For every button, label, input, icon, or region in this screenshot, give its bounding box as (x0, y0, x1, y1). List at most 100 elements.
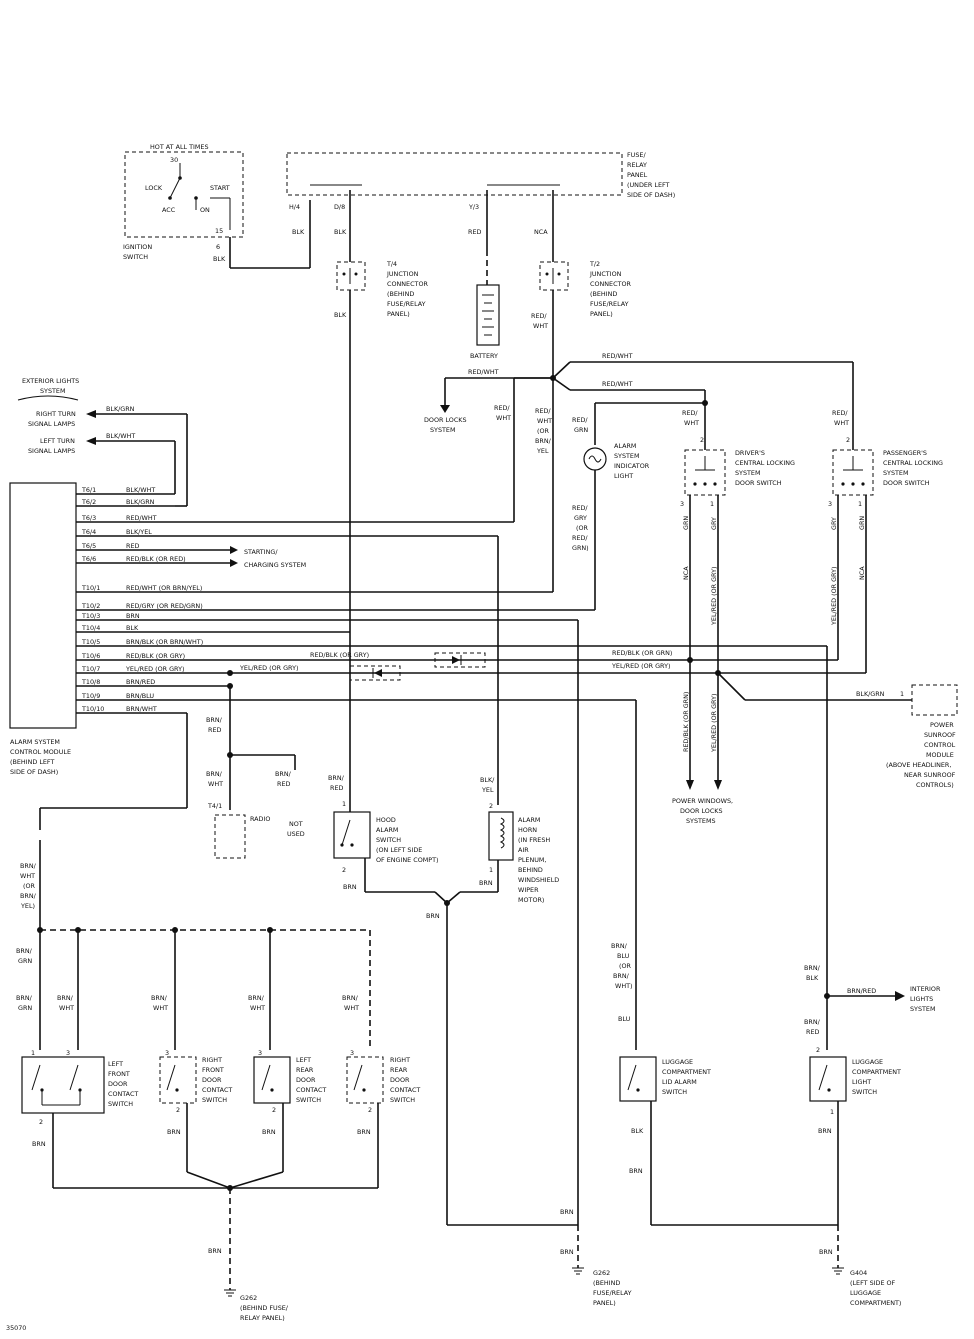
module-pin-wire-color: BRN/BLK (OR BRN/WHT) (126, 638, 203, 646)
svg-text:DOOR SWITCH: DOOR SWITCH (735, 479, 782, 487)
svg-text:PANEL): PANEL) (590, 310, 613, 318)
svg-text:BRN/: BRN/ (206, 716, 223, 724)
svg-text:SWITCH: SWITCH (390, 1096, 415, 1104)
exterior-lights-system: EXTERIOR LIGHTS SYSTEM RIGHT TURN SIGNAL… (17, 377, 188, 507)
svg-text:WIPER: WIPER (518, 886, 539, 894)
svg-text:H/4: H/4 (289, 203, 300, 211)
svg-text:DOOR: DOOR (202, 1076, 222, 1084)
svg-text:DOOR: DOOR (108, 1080, 128, 1088)
junction-connector-t2: T/2 JUNCTION CONNECTOR (BEHIND FUSE/RELA… (531, 260, 631, 378)
svg-text:GRN: GRN (18, 957, 32, 965)
svg-text:WHT: WHT (250, 1004, 265, 1012)
module-pin-label: T10/10 (81, 705, 104, 713)
driver-switch-wire-labels: GRN GRY NCA YEL/RED (OR GRY) RED/BLK (OR… (672, 516, 733, 825)
svg-text:BRN/: BRN/ (611, 942, 628, 950)
svg-text:BRN/: BRN/ (20, 862, 37, 870)
svg-text:3: 3 (350, 1049, 354, 1057)
svg-text:BRN: BRN (343, 883, 357, 891)
svg-text:AIR: AIR (518, 846, 529, 854)
door-switch-right-rear: BRN/ WHT 3 RIGHT REAR DOOR CONTACT SWITC… (342, 930, 420, 1188)
module-pin-wire-color: RED/BLK (OR RED) (126, 555, 186, 563)
svg-text:RED: RED (330, 784, 343, 792)
svg-text:GRN: GRN (682, 516, 690, 530)
svg-text:30: 30 (170, 156, 178, 164)
module-pin-label: T6/4 (81, 528, 96, 536)
svg-text:CONTACT: CONTACT (108, 1090, 138, 1098)
svg-text:NOT: NOT (289, 820, 303, 828)
svg-text:BLK: BLK (631, 1127, 644, 1135)
svg-text:BRN: BRN (560, 1208, 574, 1216)
svg-text:BLK: BLK (334, 311, 347, 319)
svg-text:CENTRAL LOCKING: CENTRAL LOCKING (883, 459, 943, 467)
svg-text:CONTACT: CONTACT (390, 1086, 420, 1094)
svg-text:RED/WHT: RED/WHT (602, 380, 633, 388)
svg-text:DRIVER'S: DRIVER'S (735, 449, 765, 457)
svg-text:USED: USED (287, 830, 305, 838)
svg-text:RED/: RED/ (535, 407, 551, 415)
svg-text:FUSE/RELAY: FUSE/RELAY (387, 300, 426, 308)
svg-text:(OR: (OR (576, 524, 589, 532)
svg-text:1: 1 (710, 500, 714, 508)
svg-text:LIGHT: LIGHT (614, 472, 633, 480)
svg-text:WHT: WHT (153, 1004, 168, 1012)
svg-text:RED/BLK (OR GRN): RED/BLK (OR GRN) (682, 692, 690, 752)
svg-text:WHT: WHT (20, 872, 35, 880)
ignition-switch: HOT AT ALL TIMES 30 LOCK START ACC ON 15… (123, 143, 311, 269)
module-pin-label: T10/5 (81, 638, 100, 646)
svg-text:POWER: POWER (930, 721, 954, 729)
module-pin-label: T10/2 (81, 602, 100, 610)
svg-text:EXTERIOR LIGHTS: EXTERIOR LIGHTS (22, 377, 79, 385)
svg-text:2: 2 (816, 1046, 820, 1054)
svg-text:3: 3 (165, 1049, 169, 1057)
svg-text:ON: ON (200, 206, 210, 214)
svg-text:YEL/RED (OR GRY): YEL/RED (OR GRY) (710, 694, 718, 753)
svg-text:2: 2 (846, 436, 850, 444)
hot-label: HOT AT ALL TIMES (150, 143, 209, 151)
svg-text:BRN: BRN (208, 1247, 222, 1255)
svg-text:RED: RED (806, 1028, 819, 1036)
svg-text:BLK/: BLK/ (480, 776, 495, 784)
svg-text:BRN/: BRN/ (248, 994, 265, 1002)
svg-text:BRN/: BRN/ (151, 994, 168, 1002)
svg-text:ALARM: ALARM (614, 442, 636, 450)
module-pin-wire-color: RED (126, 542, 139, 550)
svg-text:BRN/: BRN/ (535, 437, 552, 445)
svg-text:BLK: BLK (806, 974, 819, 982)
figure-id: 35070 (6, 1324, 26, 1332)
svg-text:BLK/GRN: BLK/GRN (856, 690, 885, 698)
svg-text:RED/WHT: RED/WHT (602, 352, 633, 360)
svg-text:2: 2 (700, 436, 704, 444)
svg-text:(OR: (OR (619, 962, 632, 970)
module-pin-label: T6/2 (81, 498, 96, 506)
svg-text:NEAR SUNROOF: NEAR SUNROOF (904, 771, 956, 779)
svg-text:INTERIOR: INTERIOR (910, 985, 941, 993)
driver-central-locking-switch: 2 DRIVER'S CENTRAL LOCKING SYSTEM DOOR S… (680, 436, 795, 790)
luggage-light-switch: BRN/ BLK BRN/RED INTERIOR LIGHTS SYSTEM … (804, 964, 941, 1225)
svg-text:LID ALARM: LID ALARM (662, 1078, 697, 1086)
svg-text:GRN: GRN (858, 516, 866, 530)
svg-text:(LEFT SIDE OF: (LEFT SIDE OF (850, 1279, 896, 1287)
svg-text:BRN: BRN (426, 912, 440, 920)
svg-text:YEL: YEL (536, 447, 549, 455)
svg-text:BRN: BRN (629, 1167, 643, 1175)
svg-text:SIGNAL LAMPS: SIGNAL LAMPS (28, 420, 75, 428)
svg-text:INDICATOR: INDICATOR (614, 462, 650, 470)
svg-text:SWITCH: SWITCH (108, 1100, 133, 1108)
door-switch-right-front: BRN/ WHT 3 RIGHT FRONT DOOR CONTACT SWIT… (151, 930, 232, 1172)
module-pin-wire-color: RED/WHT (OR BRN/YEL) (126, 584, 202, 592)
svg-text:(ON LEFT SIDE: (ON LEFT SIDE (376, 846, 422, 854)
svg-text:WHT: WHT (208, 780, 223, 788)
svg-text:CONTROL MODULE: CONTROL MODULE (10, 748, 71, 756)
ground-g262-left: G262 (BEHIND FUSE/ RELAY PANEL) (224, 1289, 289, 1322)
svg-text:1: 1 (489, 866, 493, 874)
svg-text:PASSENGER'S: PASSENGER'S (883, 449, 927, 457)
svg-text:PANEL): PANEL) (593, 1299, 616, 1307)
svg-text:DOOR: DOOR (390, 1076, 410, 1084)
module-pin-wire-color: BLK/WHT (126, 486, 155, 494)
battery: BATTERY (470, 250, 500, 360)
svg-text:G404: G404 (850, 1269, 867, 1277)
svg-text:(BEHIND: (BEHIND (387, 290, 414, 298)
svg-text:SYSTEM: SYSTEM (883, 469, 908, 477)
